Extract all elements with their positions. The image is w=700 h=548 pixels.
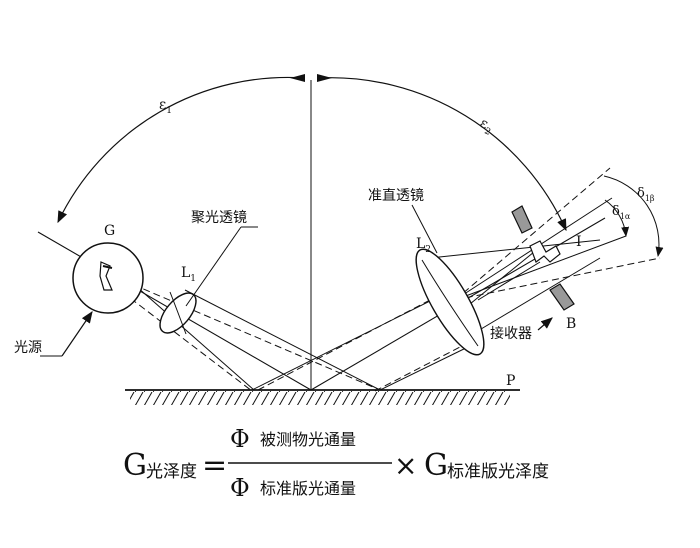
label-collimator-lens: 准直透镜 [368,187,424,204]
light-source-housing [72,242,144,314]
reflected-beam [251,167,661,392]
label-P: P [506,373,515,389]
label-I: I [576,234,582,250]
label-B: B [566,316,576,332]
label-delta1beta: δ1β [637,186,655,203]
label-L1: L1 [181,265,196,284]
label-receiver: 接收器 [490,325,532,342]
label-condenser-lens: 聚光透镜 [191,210,247,226]
collimator-lens [415,248,485,356]
label-delta1alpha: δ1α [612,204,631,221]
sample-surface [125,389,520,405]
label-epsilon1: ε1 [159,97,172,116]
receiver-aperture [511,205,575,311]
label-L2: L2 [416,236,431,255]
angle-arc-epsilon1 [57,74,306,224]
delta-arcs [603,175,664,257]
label-G: G [104,223,115,239]
angle-arc-epsilon2 [317,74,567,232]
label-light-source: 光源 [14,340,42,356]
